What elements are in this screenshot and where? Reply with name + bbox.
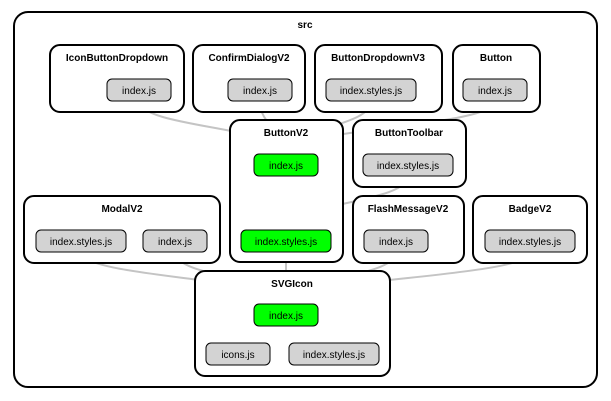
node-bv2-styles-label: index.styles.js <box>255 237 317 248</box>
cluster-icon-button-dropdown-label: IconButtonDropdown <box>66 53 168 64</box>
node-ibd-index[interactable]: index.js <box>106 78 172 102</box>
node-button-index-box <box>462 78 528 102</box>
node-ibd-index-box <box>106 78 172 102</box>
node-bv2-index-label: index.js <box>269 161 303 172</box>
node-svg-icons-box <box>205 342 271 366</box>
node-ibd-index-label: index.js <box>122 86 156 97</box>
node-bt-styles-label: index.styles.js <box>377 161 439 172</box>
cluster-button-toolbar-label: ButtonToolbar <box>375 128 443 139</box>
node-svg-index-box <box>253 303 319 327</box>
node-cdv2-index-box <box>227 78 293 102</box>
cluster-button-label: Button <box>480 53 512 64</box>
node-mv2-index-label: index.js <box>158 237 192 248</box>
node-bdv3-styles-label: index.styles.js <box>340 86 402 97</box>
node-fmv2-index-label: index.js <box>379 237 413 248</box>
cluster-badge-v2-label: BadgeV2 <box>509 204 552 215</box>
node-cdv2-index-label: index.js <box>243 86 277 97</box>
node-mv2-index[interactable]: index.js <box>142 229 208 253</box>
cluster-src-label: src <box>297 20 312 31</box>
node-svg-index-label: index.js <box>269 311 303 322</box>
node-mv2-styles-label: index.styles.js <box>50 237 112 248</box>
node-badge-styles[interactable]: index.styles.js <box>484 229 576 253</box>
node-button-index-label: index.js <box>478 86 512 97</box>
node-bdv3-styles-box <box>325 78 417 102</box>
node-bv2-styles[interactable]: index.styles.js <box>240 229 332 253</box>
node-mv2-styles[interactable]: index.styles.js <box>35 229 127 253</box>
node-fmv2-index[interactable]: index.js <box>363 229 429 253</box>
cluster-button-v2-label: ButtonV2 <box>264 128 309 139</box>
cluster-svg-icon-label: SVGIcon <box>271 279 313 290</box>
node-mv2-styles-box <box>35 229 127 253</box>
cluster-modal-v2-label: ModalV2 <box>101 204 143 215</box>
node-bt-styles-box <box>362 153 454 177</box>
node-button-index[interactable]: index.js <box>462 78 528 102</box>
node-fmv2-index-box <box>363 229 429 253</box>
node-svg-icons[interactable]: icons.js <box>205 342 271 366</box>
cluster-flash-message-v2-label: FlashMessageV2 <box>368 204 449 215</box>
node-svg-index[interactable]: index.js <box>253 303 319 327</box>
node-bv2-index[interactable]: index.js <box>253 153 319 177</box>
node-svg-icons-label: icons.js <box>221 350 254 361</box>
node-svg-styles-box <box>288 342 380 366</box>
cluster-button-dropdown-v3-label: ButtonDropdownV3 <box>331 53 425 64</box>
node-svg-styles[interactable]: index.styles.js <box>288 342 380 366</box>
node-mv2-index-box <box>142 229 208 253</box>
node-bv2-index-box <box>253 153 319 177</box>
node-svg-styles-label: index.styles.js <box>303 350 365 361</box>
node-bt-styles[interactable]: index.styles.js <box>362 153 454 177</box>
node-bv2-styles-box <box>240 229 332 253</box>
node-badge-styles-label: index.styles.js <box>499 237 561 248</box>
node-cdv2-index[interactable]: index.js <box>227 78 293 102</box>
cluster-confirm-dialog-v2-label: ConfirmDialogV2 <box>208 53 290 64</box>
node-bdv3-styles[interactable]: index.styles.js <box>325 78 417 102</box>
node-badge-styles-box <box>484 229 576 253</box>
